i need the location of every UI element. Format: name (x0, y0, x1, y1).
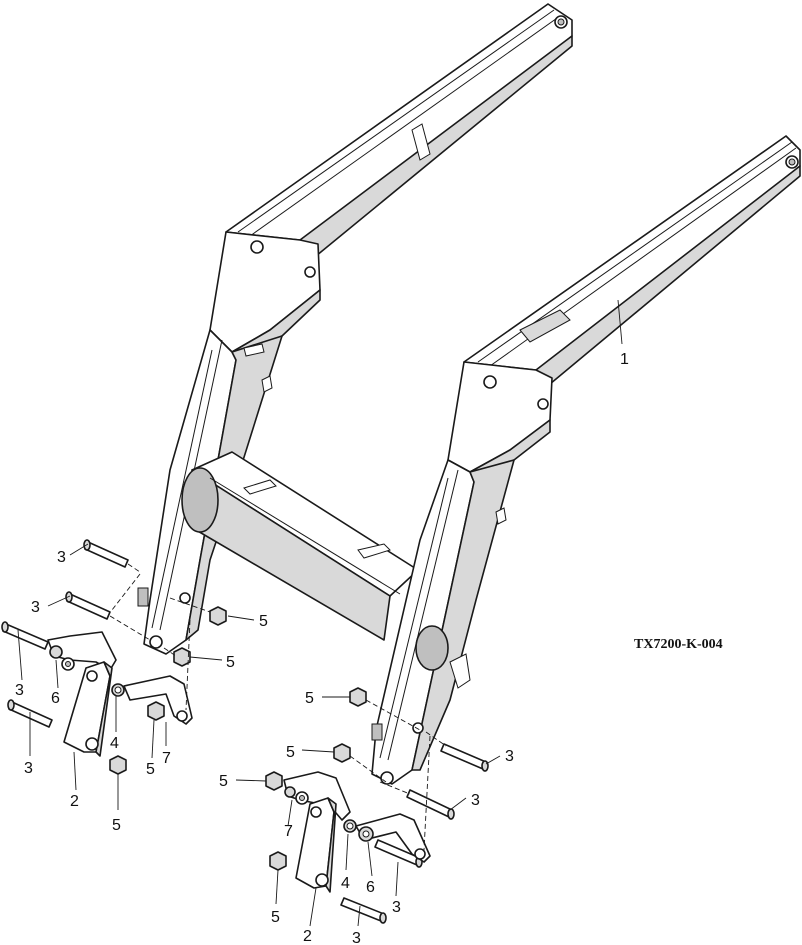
pin-left-d (7, 699, 53, 728)
nut-left-b (173, 647, 191, 667)
callout-bushing-left: 4 (110, 735, 119, 752)
callout-pin-left-a: 3 (57, 549, 66, 566)
leader-lines (17, 299, 623, 927)
bracket-right (355, 813, 431, 863)
loader-frame (137, 3, 801, 785)
right-hardware-group (265, 687, 489, 924)
bracket-left (123, 675, 193, 725)
callout-pin-right-b: 3 (471, 792, 480, 809)
callout-pin-right-a: 3 (505, 748, 514, 765)
callout-labels: 1 3 3 3 3 6 2 4 5 7 5 5 5 5 5 5 3 3 7 4 … (15, 351, 723, 945)
pin-left-b (65, 591, 111, 620)
callout-bracket-left: 7 (162, 750, 171, 767)
left-hardware-group (1, 539, 227, 775)
bushing-right (343, 819, 357, 833)
nut-right-a (349, 687, 367, 707)
nut-left-a (209, 606, 227, 626)
washer-right (358, 826, 374, 842)
nut-right-c (265, 771, 283, 791)
callout-pin-right-c: 3 (392, 899, 401, 916)
callout-nut-right-c: 5 (219, 773, 228, 790)
callout-pin-left-b: 3 (31, 599, 40, 616)
bushing-left (111, 683, 125, 697)
link-left (63, 661, 113, 757)
callout-nut-right-a: 5 (305, 690, 314, 707)
callout-bracket-right: 7 (284, 823, 293, 840)
link-right (295, 797, 337, 893)
callout-nut-left-c: 5 (146, 761, 155, 778)
callout-nut-left-a: 5 (259, 613, 268, 630)
callout-nut-left-d: 5 (112, 817, 121, 834)
nut-left-c (147, 701, 165, 721)
callout-washer-left: 6 (51, 690, 60, 707)
nut-left-d (109, 755, 127, 775)
pin-right-d (340, 897, 387, 924)
pin-left-a (83, 539, 129, 568)
callout-pin-left-d: 3 (24, 760, 33, 777)
pin-left-c (1, 621, 49, 650)
callout-nut-right-d: 5 (271, 909, 280, 926)
callout-bushing-right: 4 (341, 875, 350, 892)
drawing-code: TX7200-K-004 (634, 637, 723, 652)
callout-link-right: 2 (303, 928, 312, 945)
nut-right-d (269, 851, 287, 871)
nut-right-b (333, 743, 351, 763)
callout-pin-left-c: 3 (15, 682, 24, 699)
washer-left (49, 645, 75, 671)
callout-nut-left-b: 5 (226, 654, 235, 671)
pin-right-b (406, 789, 455, 820)
pin-right-a (440, 743, 489, 772)
callout-pin-right-d: 3 (352, 930, 361, 945)
callout-washer-right: 6 (366, 879, 375, 896)
callout-link-left: 2 (70, 793, 79, 810)
callout-frame: 1 (620, 351, 629, 368)
callout-nut-right-b: 5 (286, 744, 295, 761)
